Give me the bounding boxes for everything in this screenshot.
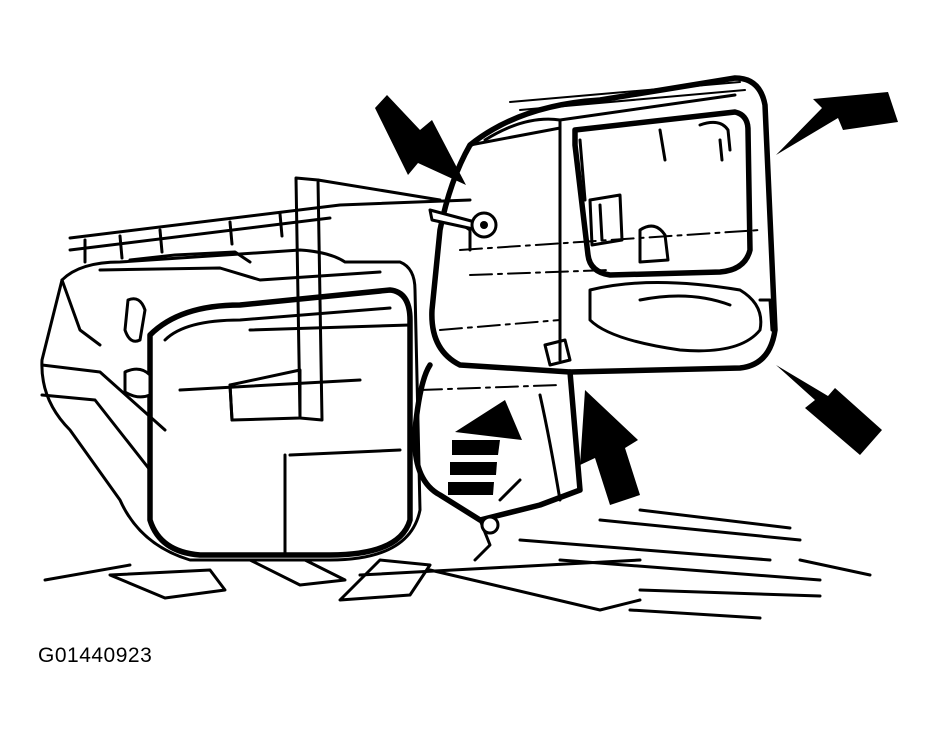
figure-id-label: G01440923 — [38, 644, 153, 667]
upper-right-arrow-icon — [776, 92, 898, 155]
floor-outline — [43, 198, 872, 620]
upper-left-arrow-icon — [375, 95, 466, 185]
blower-housing — [40, 248, 422, 562]
lower-duct — [411, 338, 583, 562]
callout-arrows — [375, 92, 898, 505]
housing-fastener — [428, 208, 498, 239]
lower-right-arrow-icon — [776, 365, 882, 455]
evaporator-case — [419, 75, 778, 391]
mounting-bracket — [228, 176, 442, 422]
center-up-arrow-icon — [580, 390, 640, 505]
left-striped-arrow-icon — [448, 400, 522, 495]
